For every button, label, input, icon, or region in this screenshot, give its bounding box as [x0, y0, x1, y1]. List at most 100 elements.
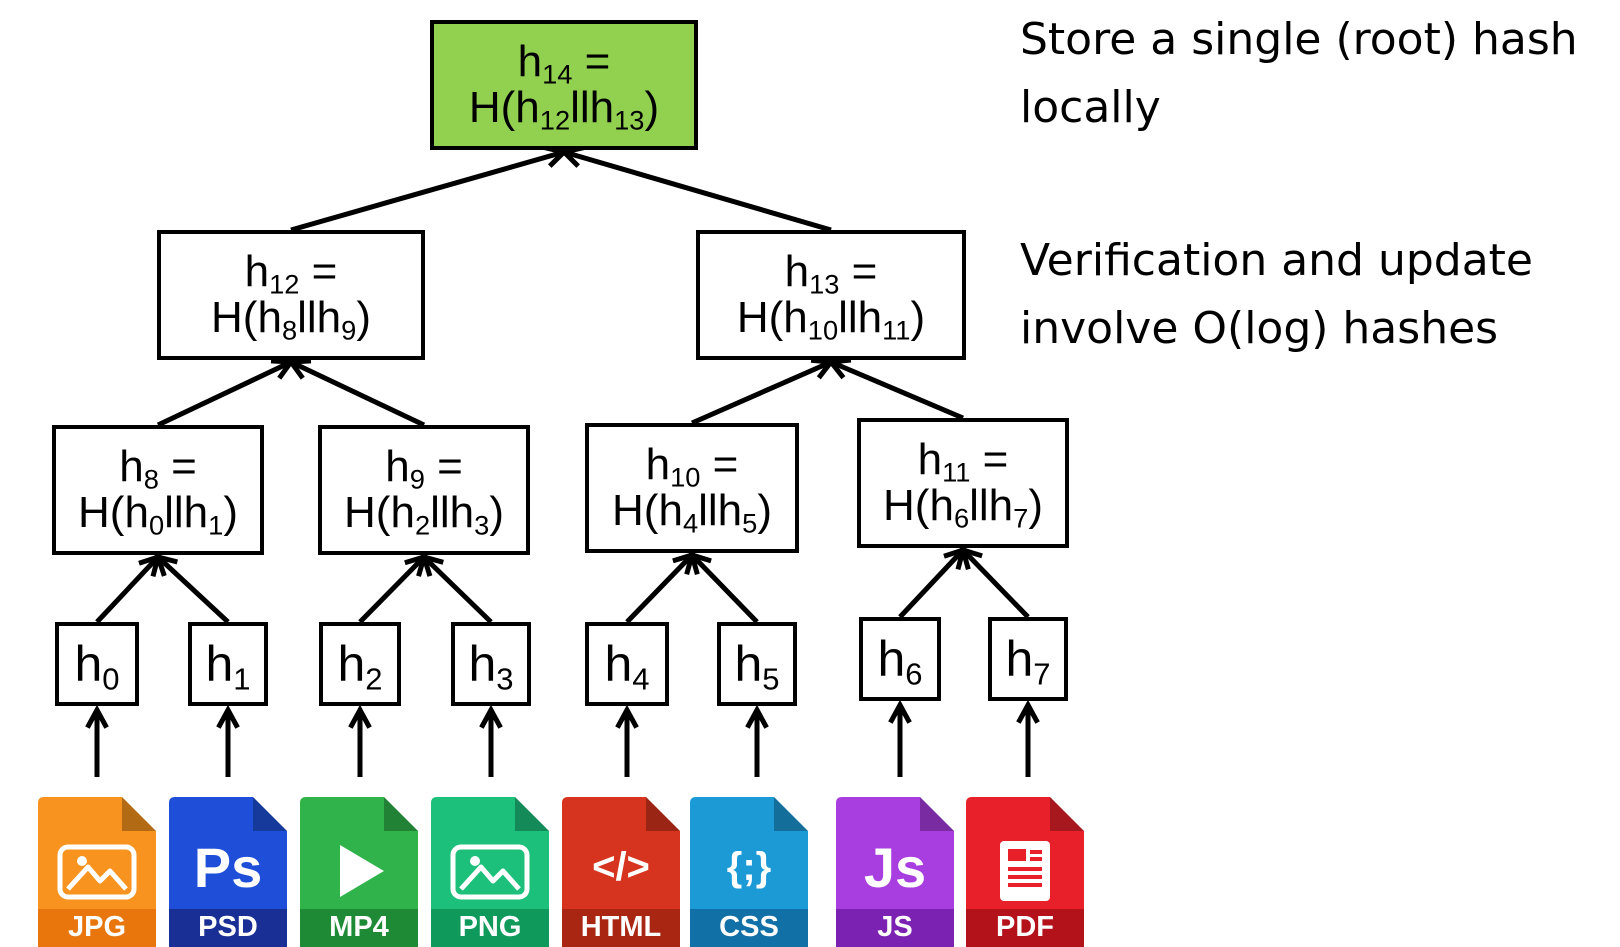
- verification-note: Verification and update involve O(log) h…: [1020, 227, 1533, 363]
- node-line-1: h5: [734, 635, 779, 695]
- edge-leaf-hash-h7-to-hash-node-h11: [959, 546, 1030, 619]
- node-sub: 13: [614, 104, 645, 136]
- node-text: =: [424, 441, 463, 491]
- edge-leaf-hash-h4-to-hash-node-h10: [625, 551, 696, 624]
- file-icon-css: {;}CSS: [690, 797, 808, 947]
- edge-hash-node-h11-to-hash-node-h13: [826, 357, 964, 421]
- node-line-2: H(h6llh7): [883, 481, 1043, 531]
- leaf-hash-h0: h0: [55, 622, 139, 706]
- hash-node-h12: h12 = H(h8llh9): [157, 230, 425, 360]
- node-line-2: H(h10llh11): [737, 293, 926, 343]
- node-sub: 1: [208, 509, 224, 541]
- node-line-1: h4: [604, 638, 649, 695]
- node-line-1: h6: [877, 630, 922, 690]
- node-sub: 3: [496, 661, 514, 697]
- play-icon: [340, 845, 384, 897]
- note-line: Store a single (root) hash: [1020, 14, 1578, 65]
- node-text: ): [910, 293, 926, 342]
- node-text: h: [517, 36, 543, 86]
- edge-hash-node-h9-to-hash-node-h12: [286, 358, 426, 428]
- node-text: H(h: [883, 481, 954, 530]
- node-line-1: h11 =: [918, 436, 1009, 485]
- node-line-2: H(h12llh13): [468, 83, 659, 133]
- hash-node-h13: h13 = H(h10llh11): [696, 230, 966, 360]
- edge-file-4-to-leaf: [615, 704, 639, 777]
- node-text: llh: [430, 488, 475, 537]
- node-sub: 12: [539, 104, 571, 136]
- node-text: h: [244, 246, 270, 296]
- node-text: llh: [969, 481, 1014, 530]
- edge-file-5-to-leaf: [745, 704, 769, 777]
- file-icon-mp4: MP4: [300, 797, 418, 947]
- node-text: llh: [297, 293, 342, 342]
- edge-hash-node-h10-to-hash-node-h13: [690, 357, 836, 426]
- node-line-1: h10 =: [645, 439, 739, 490]
- node-line-2: H(h2llh3): [344, 488, 504, 538]
- node-sub: 11: [942, 456, 971, 488]
- node-line-1: h9 =: [385, 441, 463, 492]
- file-extension-label: MP4: [329, 911, 389, 943]
- node-text: =: [839, 246, 878, 296]
- code-braces-icon: {;}: [726, 845, 772, 889]
- edge-leaf-hash-h1-to-hash-node-h8: [154, 553, 230, 624]
- edge-file-2-to-leaf: [348, 704, 372, 777]
- note-line: involve O(log) hashes: [1020, 303, 1499, 354]
- node-text: ): [356, 293, 371, 342]
- file-icon-html: </>HTML: [562, 797, 680, 947]
- node-sub: 6: [905, 656, 923, 692]
- edge-file-6-to-leaf: [888, 699, 912, 777]
- leaf-hash-h4: h4: [585, 622, 669, 706]
- photoshop-icon: Ps: [193, 836, 263, 899]
- leaf-hash-h2: h2: [319, 622, 401, 706]
- node-line-1: h1: [205, 635, 250, 695]
- hash-node-h10: h10 = H(h4llh5): [585, 423, 799, 553]
- edge-file-7-to-leaf: [1016, 699, 1040, 777]
- node-sub: 10: [807, 314, 839, 346]
- file-page-shape: [966, 797, 1084, 947]
- root-storage-note: Store a single (root) hash locally: [1020, 6, 1578, 142]
- node-line-1: h0: [74, 638, 119, 695]
- edge-file-0-to-leaf: [85, 704, 109, 777]
- node-sub: 12: [269, 268, 300, 300]
- edge-leaf-hash-h2-to-hash-node-h9: [358, 553, 428, 624]
- node-text: llh: [838, 293, 883, 342]
- node-text: h: [734, 635, 763, 692]
- leaf-hash-h5: h5: [717, 622, 797, 706]
- node-line-1: h3: [468, 638, 513, 695]
- note-line: locally: [1020, 82, 1161, 133]
- node-sub: 8: [143, 463, 159, 495]
- leaf-hash-h6: h6: [859, 617, 941, 701]
- node-sub: 0: [102, 661, 120, 697]
- note-line: Verification and update: [1020, 235, 1534, 286]
- node-sub: 11: [882, 314, 911, 346]
- node-text: ): [223, 488, 238, 537]
- node-line-1: h13 =: [784, 246, 878, 297]
- file-page-shape: [431, 797, 549, 947]
- edge-hash-node-h8-to-hash-node-h12: [156, 358, 296, 428]
- node-text: =: [158, 441, 197, 491]
- node-text: H(h: [468, 83, 540, 132]
- image-icon: [450, 844, 530, 900]
- node-text: H(h: [612, 486, 683, 535]
- node-text: h: [205, 635, 234, 692]
- node-line-1: h14 =: [517, 36, 611, 87]
- node-text: h: [645, 439, 671, 489]
- node-text: H(h: [78, 488, 149, 537]
- node-sub: 5: [762, 661, 780, 697]
- node-text: ): [1028, 481, 1043, 530]
- file-page-shape: [169, 797, 287, 947]
- edge-leaf-hash-h6-to-hash-node-h11: [898, 546, 967, 619]
- file-icon-jpg: JPG: [38, 797, 156, 947]
- leaf-hash-h7: h7: [988, 617, 1068, 701]
- node-text: h: [877, 630, 906, 687]
- edge-hash-node-h13-to-root-hash-node: [558, 145, 832, 233]
- node-text: =: [700, 439, 739, 489]
- node-text: h: [119, 441, 144, 491]
- node-text: llh: [570, 83, 615, 132]
- code-tag-icon: </>: [592, 845, 650, 889]
- node-text: h: [784, 246, 810, 296]
- file-extension-label: PSD: [198, 911, 258, 943]
- javascript-icon: Js: [863, 836, 927, 899]
- node-sub: 4: [682, 507, 699, 539]
- leaf-hash-h3: h3: [451, 622, 531, 706]
